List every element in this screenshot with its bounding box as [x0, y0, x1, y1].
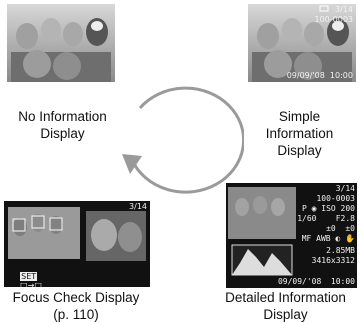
detail-file-size: 2.85MB: [326, 246, 355, 255]
set-value: □→□: [20, 281, 42, 287]
detailed-info-display-thumbnail[interactable]: 3/14 100-0003 P ◉ ISO 200 1/60 F2.8 ±0 ±…: [226, 183, 357, 288]
focus-frame: [31, 215, 45, 229]
set-badge: SET: [20, 272, 38, 281]
cycle-arrow-icon: [122, 86, 244, 194]
detail-exposure-comp: ±0 ±0: [326, 224, 355, 233]
focus-frame: [49, 217, 63, 231]
simple-file-number: 100-0003: [314, 15, 353, 24]
detail-resolution: 3416x3312: [311, 256, 355, 265]
simple-counter: 3/14: [335, 5, 353, 14]
focus-counter: 3/14: [129, 202, 147, 211]
detail-mode-line: P ◉ ISO 200: [302, 204, 355, 213]
group-photo-kids: [248, 4, 356, 82]
battery-icon: [319, 5, 329, 12]
detail-date-time: 09/09/'08 10:00: [277, 277, 355, 286]
group-photo-kids: [7, 4, 115, 82]
simple-info-display-caption: Simple Information Display: [265, 109, 334, 158]
detail-shutter-aperture: 1/60 F2.8: [297, 214, 355, 223]
detail-misc-settings: MF AWB ◐ ✋: [301, 234, 355, 243]
simple-date-time: 09/09/'08 10:00: [286, 71, 353, 80]
focus-set-label: SET □→□: [10, 263, 42, 287]
focus-check-display-thumbnail[interactable]: 3/14 SET □→□: [4, 201, 150, 287]
focus-frame: [12, 218, 26, 232]
focus-check-display-caption: Focus Check Display (p. 110): [12, 290, 140, 322]
no-info-display-thumbnail[interactable]: [7, 4, 115, 82]
detailed-info-display-caption: Detailed Information Display: [225, 290, 346, 322]
no-info-display-caption: No Information Display: [18, 109, 107, 141]
simple-info-display-thumbnail[interactable]: 3/14 100-0003 09/09/'08 10:00: [248, 4, 356, 82]
detail-file-number: 100-0003: [316, 194, 355, 203]
detailed-screen: [226, 183, 357, 288]
detail-counter: 3/14: [335, 184, 355, 193]
